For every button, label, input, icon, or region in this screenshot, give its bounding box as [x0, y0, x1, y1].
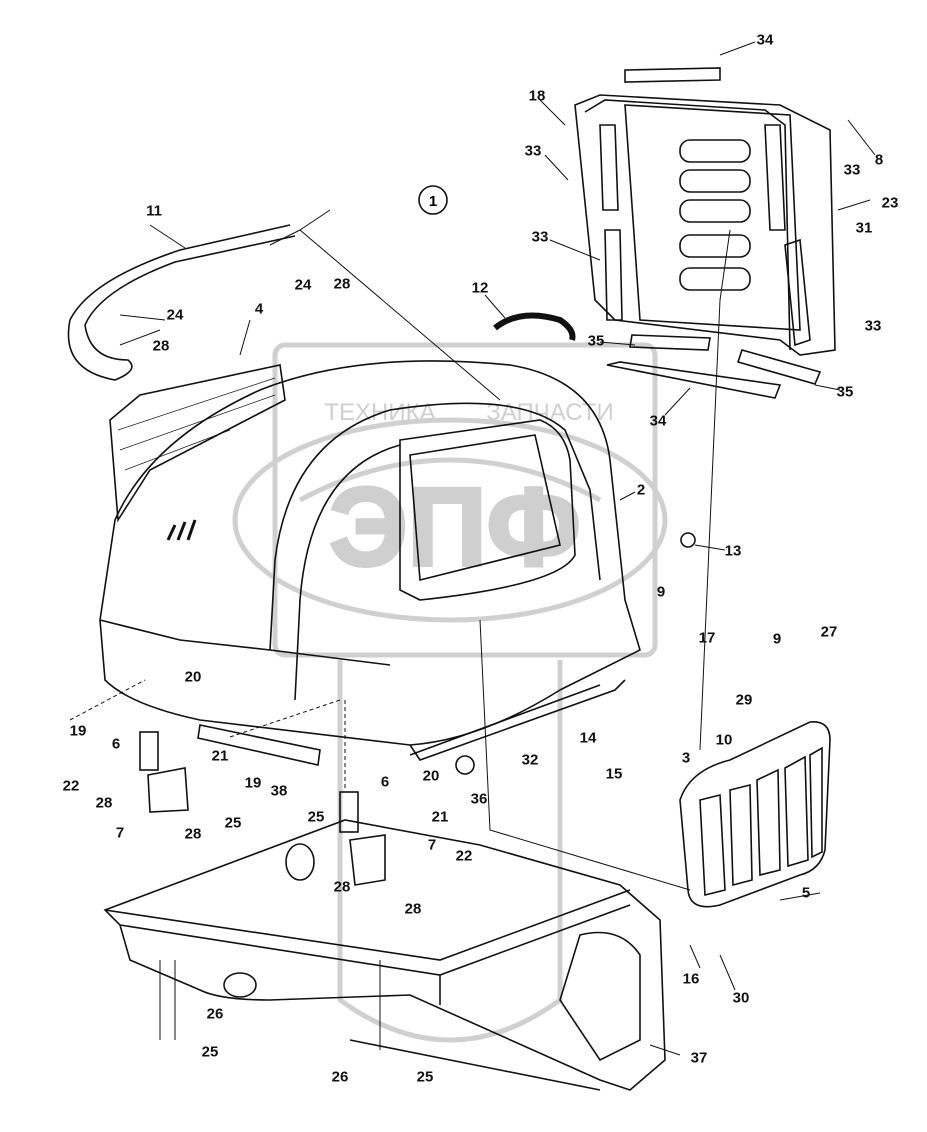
callout-label: 36 — [470, 790, 488, 808]
callout-label: 14 — [579, 729, 597, 747]
rear-panel-frame — [574, 94, 836, 356]
callout-label: 28 — [95, 794, 113, 812]
seal-strip-34-top — [624, 67, 721, 83]
base-frame — [103, 819, 666, 1091]
plug — [455, 755, 475, 775]
callout-label: 33 — [524, 142, 542, 160]
callout-label: 10 — [715, 731, 733, 749]
callout-label: 7 — [115, 824, 125, 842]
watermark-logo — [232, 342, 668, 1043]
callout-label: 28 — [152, 337, 170, 355]
callout-label: 17 — [698, 629, 716, 647]
hinge-right — [339, 791, 386, 886]
callout-label: 8 — [874, 151, 884, 169]
watermark-logo-text: ЭПФ — [329, 466, 580, 589]
callout-label: 28 — [404, 900, 422, 918]
grommet — [680, 532, 696, 548]
callout-label: 26 — [331, 1068, 349, 1086]
callout-label: 33 — [531, 228, 549, 246]
callout-label: 24 — [166, 306, 184, 324]
callout-label: 16 — [682, 970, 700, 988]
callout-label: 12 — [471, 279, 489, 297]
callout-label: 20 — [422, 767, 440, 785]
callout-label: 25 — [307, 808, 325, 826]
callout-label: 26 — [206, 1005, 224, 1023]
callout-label: 2 — [636, 481, 646, 499]
callout-label: 18 — [528, 87, 546, 105]
callout-label: 33 — [843, 161, 861, 179]
seal-strip-35-left — [629, 334, 711, 351]
callout-label: 27 — [820, 623, 838, 641]
callout-label: 38 — [270, 782, 288, 800]
callout-label: 32 — [521, 751, 539, 769]
callout-label: 25 — [201, 1043, 219, 1061]
callout-label: 35 — [587, 332, 605, 350]
callout-label: 21 — [211, 747, 229, 765]
callout-label: 25 — [224, 814, 242, 832]
callout-label: 34 — [756, 31, 774, 49]
callout-label: 19 — [244, 774, 262, 792]
callout-label: 11 — [146, 202, 162, 220]
callout-label: 7 — [427, 836, 437, 854]
callout-label: 28 — [333, 878, 351, 896]
callout-label: 37 — [690, 1049, 708, 1067]
callout-label: 31 — [855, 219, 873, 237]
callout-label: 9 — [656, 583, 666, 601]
callout-label: 6 — [380, 773, 390, 791]
seal-strip-34-bottom — [606, 361, 782, 399]
callout-label: 34 — [649, 412, 667, 430]
strap — [67, 224, 296, 381]
callout-label: 22 — [62, 777, 80, 795]
hinge-left — [139, 731, 189, 813]
callout-label: 35 — [836, 383, 854, 401]
grab-handle — [493, 312, 576, 341]
callout-label: 13 — [724, 542, 742, 560]
callout-label: 5 — [801, 884, 811, 902]
seal-strip-35-right — [736, 349, 822, 385]
callout-label: 29 — [735, 691, 753, 709]
figure-number-badge: 1 — [418, 185, 448, 215]
callout-label: 9 — [772, 630, 782, 648]
callout-label: 23 — [881, 194, 899, 212]
figure-number: 1 — [429, 193, 437, 210]
callout-label: 28 — [184, 825, 202, 843]
callout-label: 20 — [184, 668, 202, 686]
callout-label: 21 — [431, 808, 449, 826]
callout-label: 19 — [69, 722, 87, 740]
front-grille — [679, 721, 831, 908]
callout-label: 3 — [681, 749, 691, 767]
watermark-right-text: ЗАПЧАСТИ — [486, 399, 613, 426]
callout-label: 6 — [111, 735, 121, 753]
callout-label: 15 — [605, 765, 623, 783]
callout-label: 28 — [333, 275, 351, 293]
callout-label: 33 — [864, 317, 882, 335]
hood-body — [99, 360, 641, 761]
side-screen — [109, 364, 286, 523]
callout-label: 4 — [254, 300, 264, 318]
trim-strip — [197, 724, 321, 766]
callout-label: 24 — [294, 276, 312, 294]
callout-label: 22 — [455, 847, 473, 865]
callout-label: 25 — [416, 1068, 434, 1086]
callout-label: 30 — [732, 989, 750, 1007]
